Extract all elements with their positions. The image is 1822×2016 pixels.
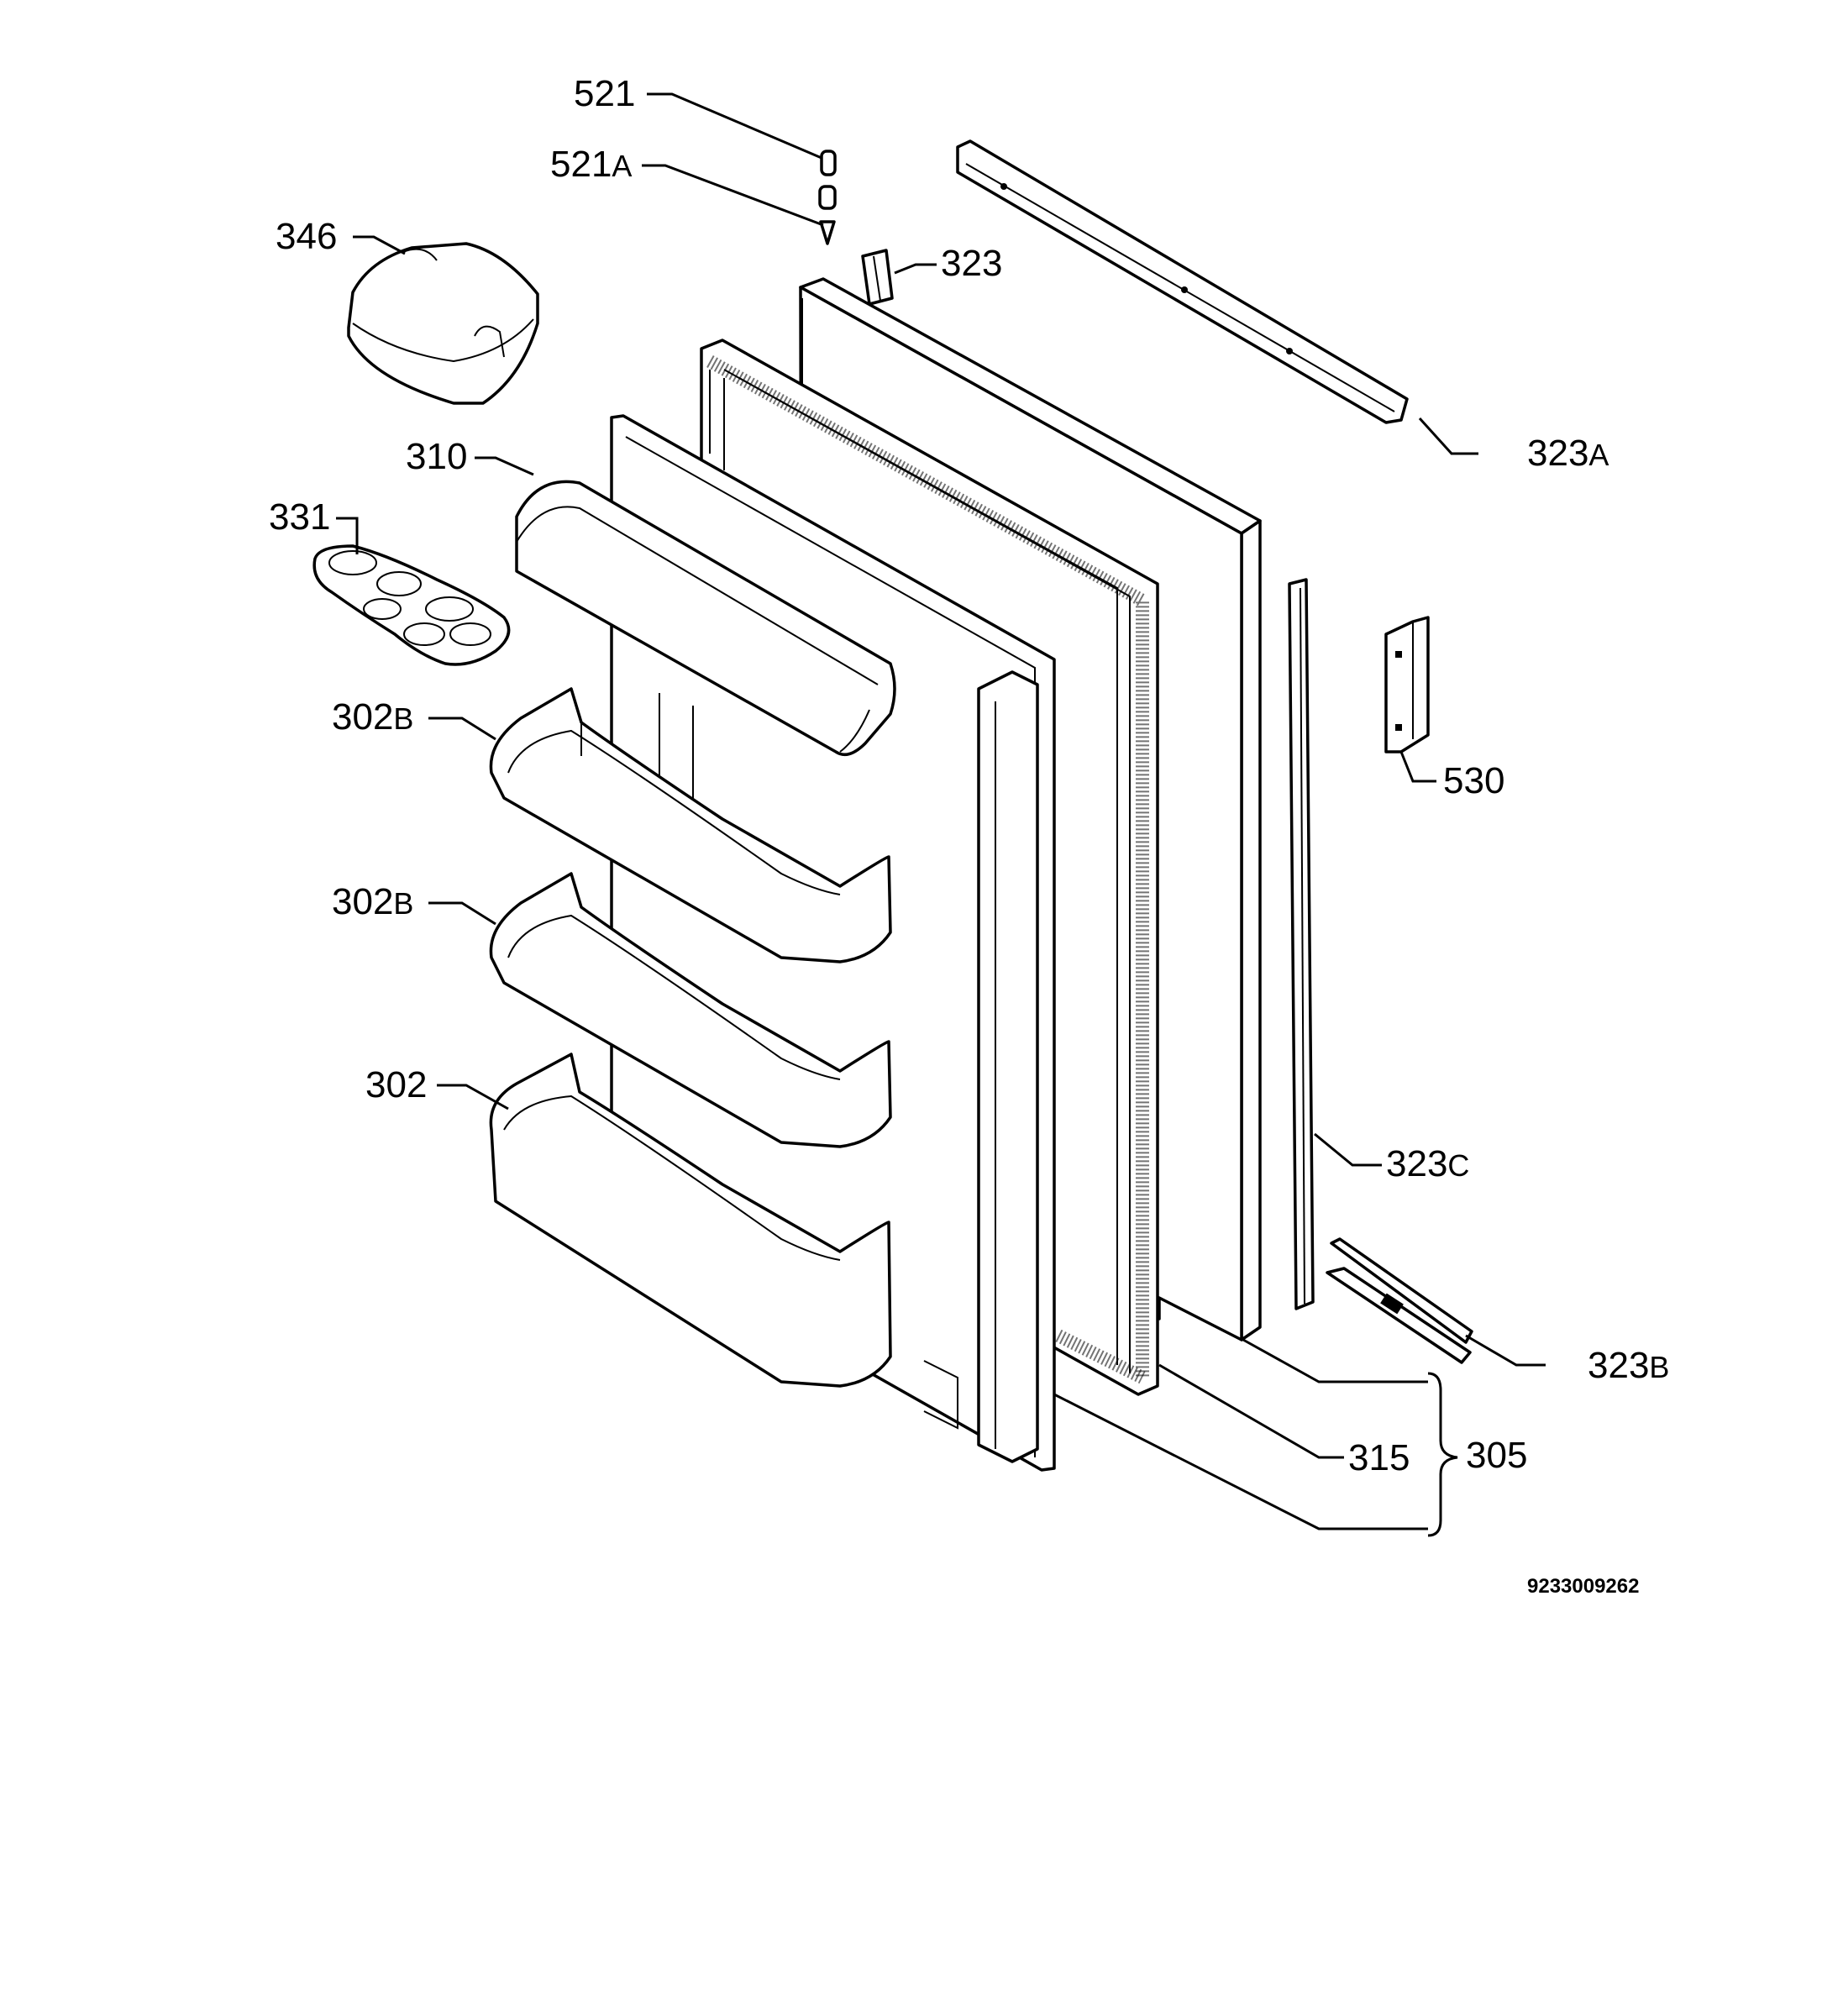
door-shelf-302	[489, 1053, 892, 1388]
label-530: 530	[1443, 760, 1504, 801]
label-302: 302	[365, 1064, 427, 1105]
leader-lines	[336, 92, 1546, 1530]
drawing-code: 9233009262	[1527, 1575, 1639, 1598]
top-rail-part	[956, 139, 1409, 424]
label-310: 310	[406, 436, 467, 477]
label-331: 331	[269, 496, 330, 538]
egg-tray-part	[312, 544, 511, 666]
label-302b-1: 302B	[332, 696, 413, 738]
label-521: 521	[574, 73, 635, 114]
screw-part	[818, 150, 837, 245]
label-521a: 521A	[550, 144, 632, 185]
label-305: 305	[1466, 1435, 1527, 1476]
door-shelf-302b-1	[489, 687, 892, 963]
label-323c: 323C	[1386, 1143, 1469, 1184]
hinge-plate-part	[1384, 616, 1430, 753]
hinge-bracket-part	[861, 249, 894, 306]
label-315: 315	[1348, 1437, 1410, 1478]
label-323: 323	[941, 243, 1002, 284]
bottom-rail-part	[1326, 1237, 1473, 1364]
side-strip-part	[1288, 578, 1315, 1310]
label-302b-2: 302B	[332, 881, 413, 922]
butter-compartment-part	[347, 242, 539, 405]
group-brace	[1427, 1372, 1458, 1537]
dairy-cover-part	[515, 480, 896, 757]
label-323b: 323B	[1588, 1345, 1669, 1386]
door-shelf-302b-2	[489, 872, 892, 1148]
label-323a: 323A	[1527, 433, 1609, 474]
label-346: 346	[276, 216, 337, 257]
